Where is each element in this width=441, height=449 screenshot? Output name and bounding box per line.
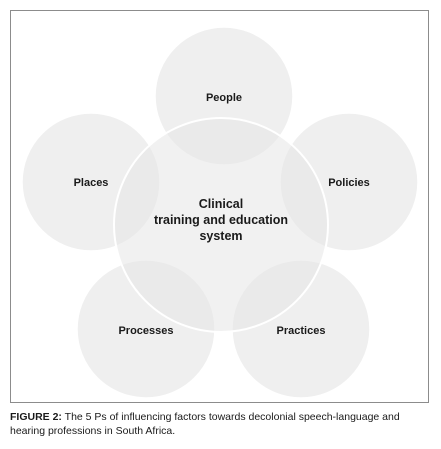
node-label-processes: Processes (118, 325, 173, 337)
caption-text: The 5 Ps of influencing factors towards … (10, 411, 400, 437)
center-label-line-1: Clinical (199, 197, 243, 211)
circle-center (113, 117, 329, 333)
node-label-people: People (206, 92, 242, 104)
five-ps-diagram: People Places Policies Processes Practic… (21, 26, 419, 399)
caption-label: FIGURE 2: (10, 411, 62, 423)
node-label-places: Places (74, 177, 109, 189)
node-label-practices: Practices (277, 325, 326, 337)
figure-frame: People Places Policies Processes Practic… (10, 10, 429, 403)
center-label-line-2: training and education (154, 213, 288, 227)
figure-caption: FIGURE 2: The 5 Ps of influencing factor… (10, 410, 431, 438)
center-label-line-3: system (199, 229, 242, 243)
node-label-policies: Policies (328, 177, 370, 189)
